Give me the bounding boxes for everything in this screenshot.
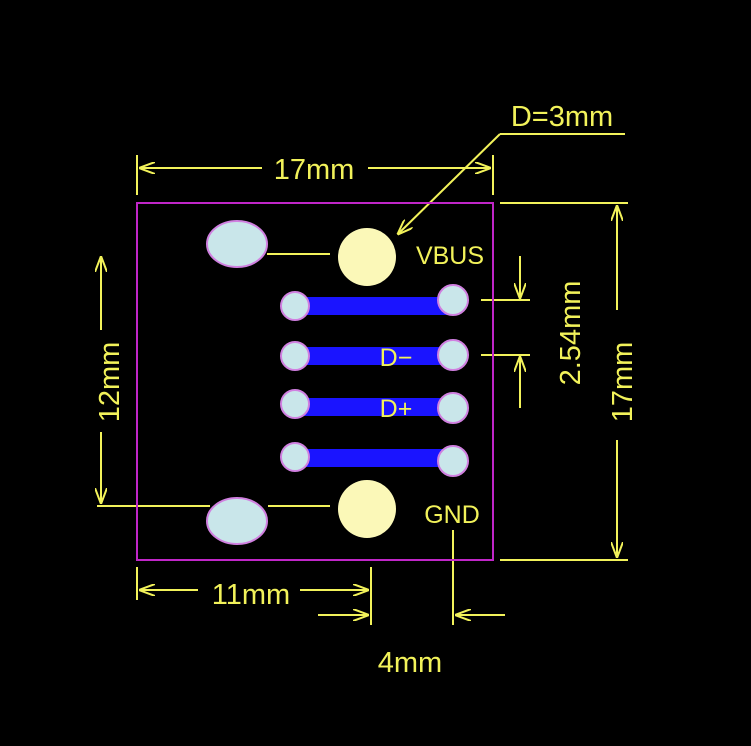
hole-top xyxy=(338,228,396,286)
pin-label-vbus: VBUS xyxy=(416,242,484,270)
pad-left-4 xyxy=(280,442,310,472)
pad-right-2 xyxy=(437,339,469,371)
pin-pads xyxy=(280,284,469,477)
pad-left-2 xyxy=(280,341,310,371)
trace-3 xyxy=(298,398,453,416)
diameter-label: D=3mm xyxy=(511,101,613,133)
shield-pad-bottom xyxy=(206,497,268,545)
bottom-left-label: 11mm xyxy=(212,579,290,611)
top-width-label: 17mm xyxy=(274,154,355,186)
trace-2 xyxy=(298,347,453,365)
trace-1 xyxy=(298,297,453,315)
pad-left-3 xyxy=(280,389,310,419)
diameter-leader xyxy=(398,133,501,234)
pad-left-1 xyxy=(280,291,310,321)
trace-4 xyxy=(298,449,453,467)
hole-bottom xyxy=(338,480,396,538)
shield-pad-top xyxy=(206,220,268,268)
pin-label-gnd: GND xyxy=(424,501,480,529)
mounting-pads xyxy=(206,220,268,545)
pad-right-3 xyxy=(437,392,469,424)
through-holes xyxy=(338,228,396,538)
dimension-lines xyxy=(97,133,628,625)
pad-right-4 xyxy=(437,445,469,477)
pin-label-d-minus: D− xyxy=(380,344,413,372)
pin-label-d-plus: D+ xyxy=(380,395,413,423)
bottom-right-label: 4mm xyxy=(378,647,442,679)
pad-right-1 xyxy=(437,284,469,316)
traces xyxy=(298,297,453,467)
right-height-label: 17mm xyxy=(607,342,639,423)
left-height-label: 12mm xyxy=(94,342,126,423)
board-outline xyxy=(136,202,494,561)
pitch-label: 2.54mm xyxy=(555,281,587,386)
